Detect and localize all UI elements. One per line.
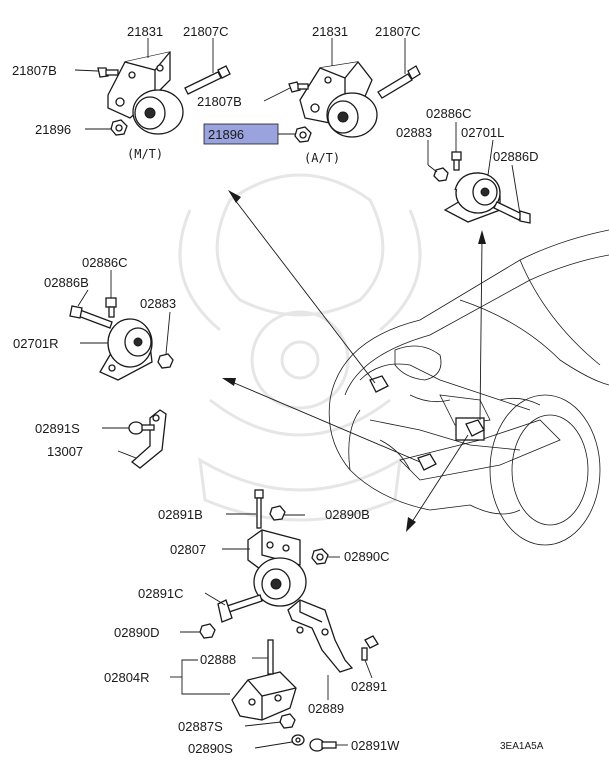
label-02886d: 02886D (493, 149, 539, 164)
bolt-02891b (254, 489, 264, 529)
nut-02890b (269, 505, 286, 521)
label-02891c: 02891C (138, 586, 184, 601)
label-02890b: 02890B (325, 507, 370, 522)
label-21807b-mt: 21807B (12, 63, 57, 78)
label-02891w: 02891W (351, 738, 400, 753)
label-02891b: 02891B (158, 507, 203, 522)
nut-02883-right (433, 167, 449, 182)
stud-02888 (267, 639, 274, 675)
label-21831-mt: 21831 (127, 24, 163, 39)
callout-arrows (222, 190, 486, 532)
bracket-02804r (231, 671, 297, 721)
label-02890s: 02890S (188, 741, 233, 756)
label-02889: 02889 (308, 701, 344, 716)
label-21896-at[interactable]: 21896 (208, 127, 244, 142)
label-21807c-at: 21807C (375, 24, 421, 39)
leader-lines (74, 38, 521, 749)
mount-02701l (443, 172, 501, 223)
watermark-emblem (178, 173, 422, 522)
bracket-13007 (130, 409, 167, 469)
nut-02890c (311, 548, 329, 565)
vehicle-front-outline (328, 229, 609, 546)
mount-02807 (247, 529, 307, 607)
at-bolt-21807b (288, 81, 309, 93)
mt-nut-21896 (110, 119, 128, 136)
label-02701r: 02701R (13, 336, 59, 351)
part-labels: 21831 21807C 21807B 21896 (M/T) 21831 21… (12, 24, 544, 756)
diagram-reference-code: 3EA1A5A (500, 741, 544, 752)
label-21896-mt: 21896 (35, 122, 71, 137)
label-02883-left: 02883 (140, 296, 176, 311)
bolt-02891c (217, 594, 263, 623)
bolt-02886c-left (105, 297, 117, 318)
label-02807: 02807 (170, 542, 206, 557)
nut-02887s (279, 713, 296, 729)
caption-at: (A/T) (304, 151, 340, 165)
bolt-02886b (69, 305, 113, 329)
highlight-21896-at (203, 123, 279, 145)
bolt-02886c-right (451, 151, 462, 171)
label-02890d: 02890D (114, 625, 160, 640)
mount-02701r (99, 318, 153, 381)
label-02701l: 02701L (461, 125, 504, 140)
bracket-02889 (287, 599, 354, 673)
label-02891: 02891 (351, 679, 387, 694)
nut-02883-left (157, 353, 174, 369)
bolt-02891w (309, 738, 337, 752)
bolt-02891 (361, 635, 379, 661)
nut-02890d (199, 623, 216, 639)
label-02804r: 02804R (104, 670, 150, 685)
label-21831-at: 21831 (312, 24, 348, 39)
label-21807b-at: 21807B (197, 94, 242, 109)
bolt-02886d (493, 201, 531, 224)
label-02883-right: 02883 (396, 125, 432, 140)
mt-bolt-21807b (97, 67, 119, 78)
label-02890c: 02890C (344, 549, 390, 564)
label-13007: 13007 (47, 444, 83, 459)
label-21807c-mt: 21807C (183, 24, 229, 39)
washer-02890s (291, 734, 305, 746)
at-nut-21896 (294, 126, 312, 143)
at-upper-mount (299, 61, 378, 138)
label-02887s: 02887S (178, 719, 223, 734)
label-02886c-right: 02886C (426, 106, 472, 121)
mt-bolt-21807c (184, 65, 231, 95)
label-02886c-left: 02886C (82, 255, 128, 270)
mt-upper-mount (107, 51, 184, 135)
caption-mt: (M/T) (127, 147, 163, 161)
at-bolt-21807c (377, 65, 421, 99)
label-02886b: 02886B (44, 275, 89, 290)
label-02891s: 02891S (35, 421, 80, 436)
label-02888: 02888 (200, 652, 236, 667)
